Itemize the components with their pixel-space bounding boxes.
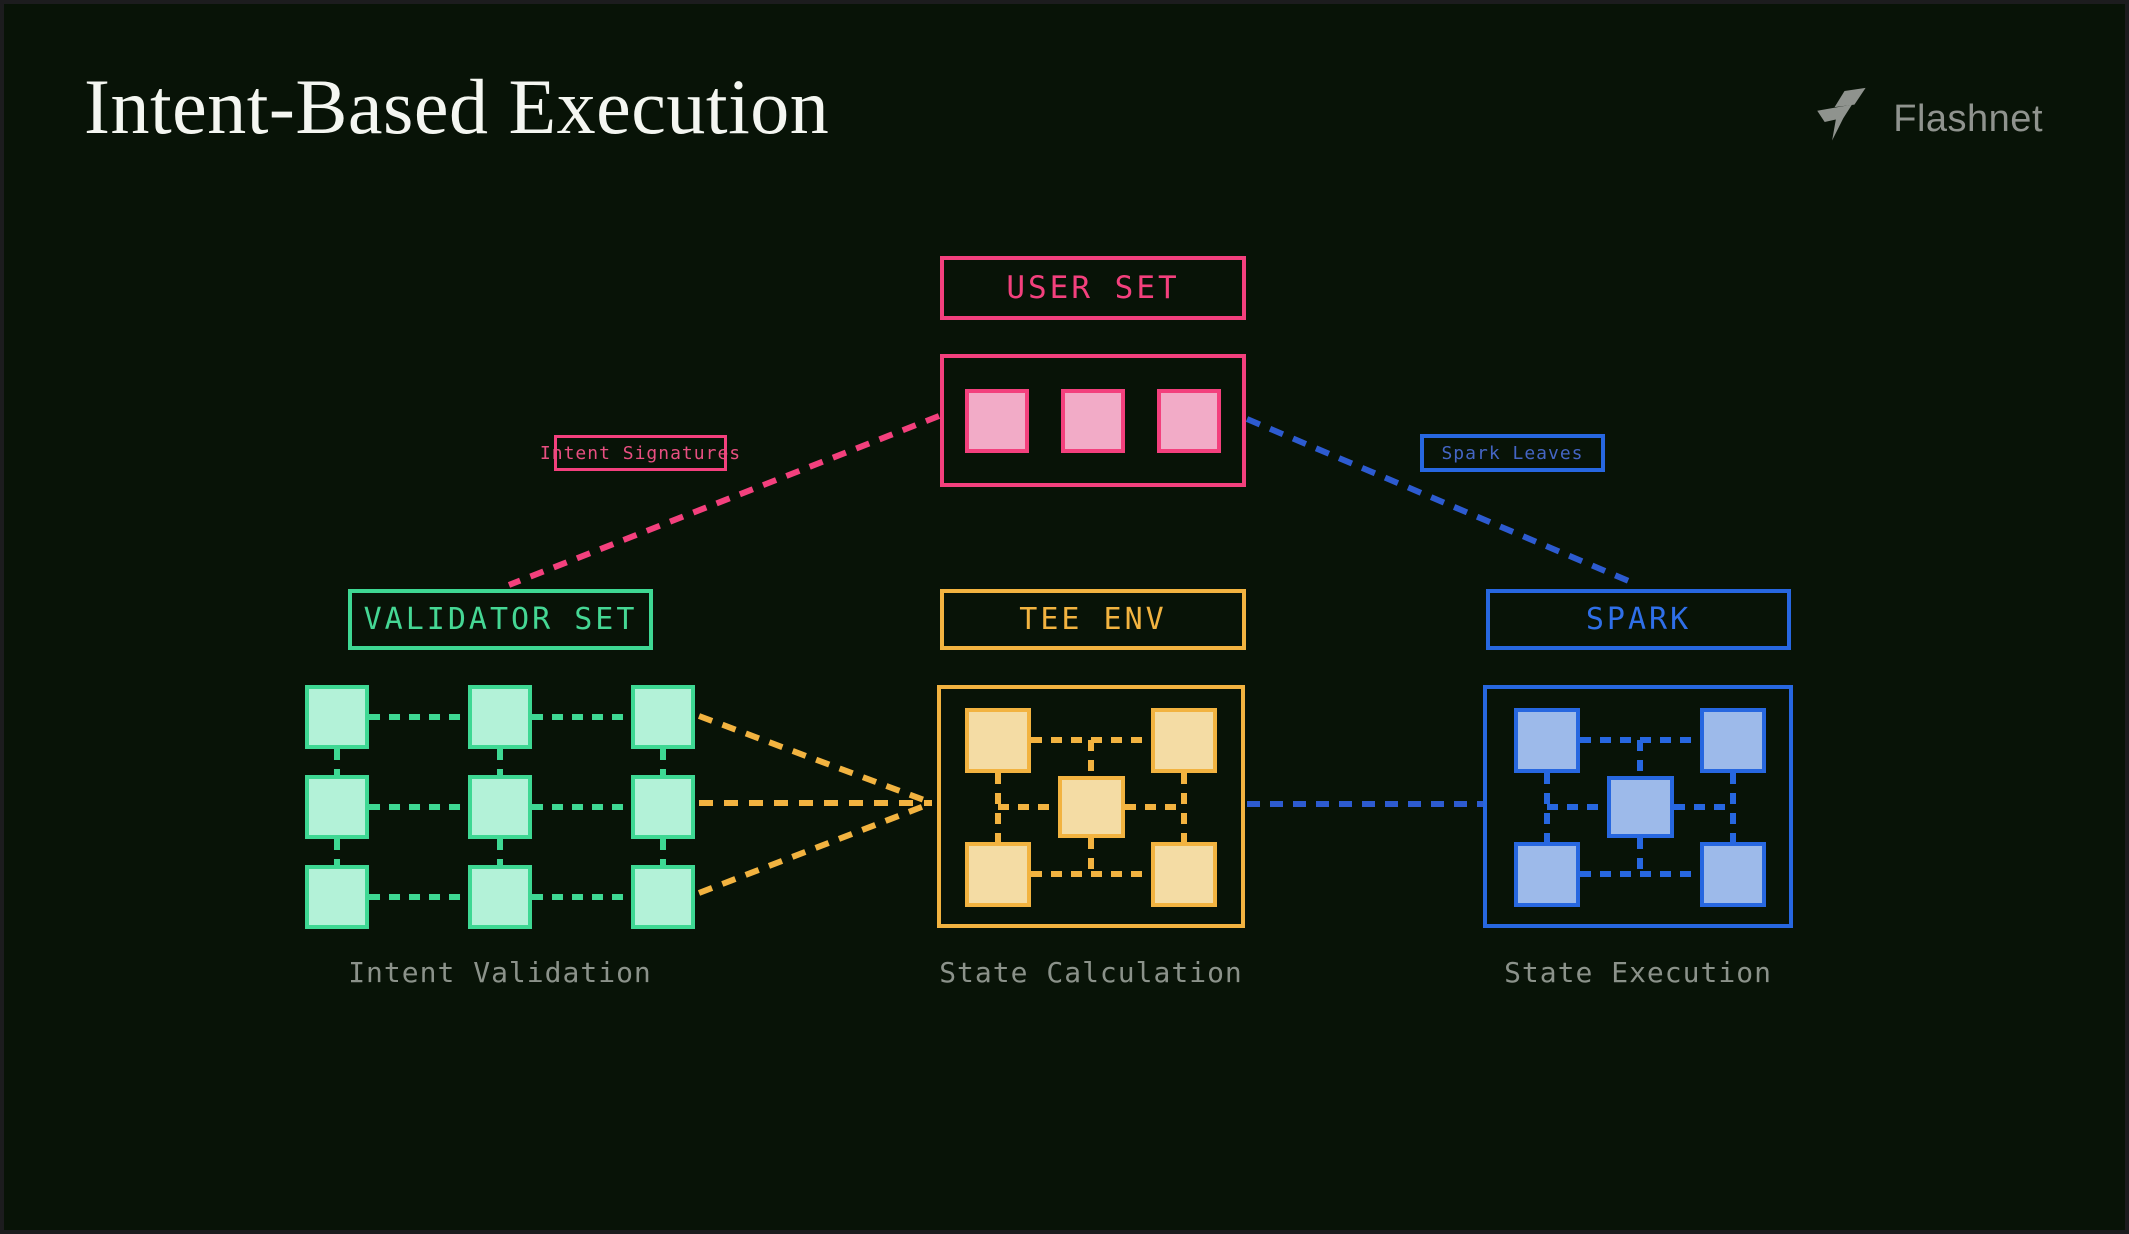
- user-node: [1157, 388, 1221, 453]
- validator-node: [468, 865, 532, 929]
- spark-node: [1700, 842, 1766, 907]
- edge-label-intent-signatures: Intent Signatures: [540, 435, 740, 471]
- validator-grid: [305, 685, 695, 929]
- validator-node: [631, 685, 695, 749]
- flash-bolt-icon: [1815, 86, 1879, 152]
- tee-node: [965, 842, 1031, 907]
- spark-node: [1607, 776, 1674, 838]
- spark-node: [1514, 708, 1580, 773]
- tee-node: [1058, 776, 1125, 838]
- caption-state-execution: State Execution: [1504, 956, 1772, 989]
- validator-node: [305, 775, 369, 839]
- validator-node: [468, 685, 532, 749]
- tee-node: [965, 708, 1031, 773]
- flashnet-logo-text: Flashnet: [1893, 97, 2043, 140]
- page-title: Intent-Based Execution: [84, 63, 830, 150]
- tee-node: [1151, 842, 1217, 907]
- spark-box: [1483, 685, 1793, 928]
- tee-env-label-box: TEE ENV: [940, 589, 1246, 650]
- user-set-nodes-box: [940, 354, 1246, 487]
- spark-label-box: SPARK: [1486, 589, 1791, 650]
- user-node: [965, 388, 1029, 453]
- validator-node: [468, 775, 532, 839]
- tee-env-box: [937, 685, 1245, 928]
- spark-node: [1514, 842, 1580, 907]
- validator-node: [631, 865, 695, 929]
- tee-node: [1151, 708, 1217, 773]
- caption-state-calculation: State Calculation: [939, 956, 1243, 989]
- validator-set-label-box: VALIDATOR SET: [348, 589, 653, 650]
- flashnet-logo: Flashnet: [1815, 86, 2043, 152]
- validator-node: [305, 685, 369, 749]
- edge-label-spark-leaves: Spark Leaves: [1420, 434, 1605, 472]
- caption-intent-validation: Intent Validation: [348, 956, 652, 989]
- validator-node: [631, 775, 695, 839]
- spark-node: [1700, 708, 1766, 773]
- user-set-label-box: USER SET: [940, 256, 1246, 320]
- validator-node: [305, 865, 369, 929]
- user-node: [1061, 388, 1125, 453]
